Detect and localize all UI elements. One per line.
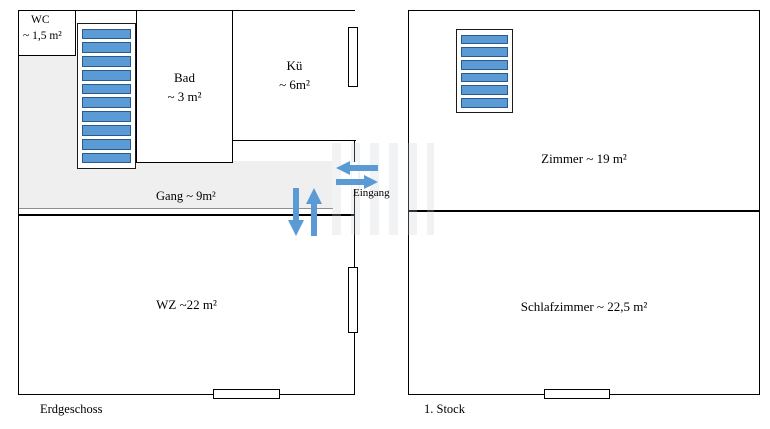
stair-step xyxy=(461,97,508,108)
caption-erdgeschoss: Erdgeschoss xyxy=(40,402,103,416)
stair-step xyxy=(461,59,508,70)
hallway-edge-line xyxy=(19,208,333,209)
window-stock1-bottom xyxy=(544,389,610,399)
room-gang-label: Gang ~ 9m² xyxy=(156,189,216,203)
stair-step xyxy=(82,97,131,109)
floorplan-stock1: Zimmer ~ 19 m² Schlafzimmer ~ 22,5 m² xyxy=(408,10,760,395)
room-zimmer-label: Zimmer ~ 19 m² xyxy=(541,151,627,166)
room-bad-size: ~ 3 m² xyxy=(167,88,202,104)
stair-step xyxy=(461,34,508,45)
wall-zimmer-schlafzimmer xyxy=(409,210,759,213)
room-schlafzimmer-label: Schlafzimmer ~ 22,5 m² xyxy=(520,299,648,314)
room-bad: Bad ~ 3 m² xyxy=(136,11,233,163)
stair-step xyxy=(82,69,131,81)
entrance-label: Eingang xyxy=(353,187,390,199)
entrance-arrows-icon xyxy=(336,161,378,189)
room-wohnzimmer-label: WZ ~22 m² xyxy=(156,297,217,312)
room-kueche-name: Kü xyxy=(286,58,303,73)
room-bad-name: Bad xyxy=(174,70,195,85)
stair-step xyxy=(82,56,131,67)
hallway-shading-bottom xyxy=(136,161,332,209)
stair-step xyxy=(461,85,508,95)
stair-step xyxy=(82,138,131,150)
stair-step xyxy=(82,28,131,40)
staircase-stock1 xyxy=(456,29,513,113)
stair-step xyxy=(461,72,508,83)
window-erdgeschoss-bottom xyxy=(213,389,280,399)
room-kueche-size: ~ 6m² xyxy=(279,76,310,92)
window-wohnzimmer xyxy=(348,267,358,333)
wall-gang-wz xyxy=(19,214,354,216)
room-wc: WC ~ 1,5 m² xyxy=(19,11,76,56)
staircase-erdgeschoss xyxy=(77,23,136,169)
stair-step xyxy=(461,47,508,57)
entrance-door-opening xyxy=(352,162,358,190)
stair-step xyxy=(82,111,131,123)
room-wc-name: WC xyxy=(31,14,50,26)
stair-step xyxy=(82,42,131,54)
caption-stock1: 1. Stock xyxy=(424,402,465,416)
stair-step xyxy=(82,152,131,164)
room-kueche: Kü ~ 6m² xyxy=(233,11,356,141)
stair-step xyxy=(82,125,131,136)
window-kueche xyxy=(348,27,358,87)
passage-arrows-icon xyxy=(288,188,322,236)
stair-step xyxy=(82,83,131,95)
room-wc-size: ~ 1,5 m² xyxy=(23,29,62,42)
